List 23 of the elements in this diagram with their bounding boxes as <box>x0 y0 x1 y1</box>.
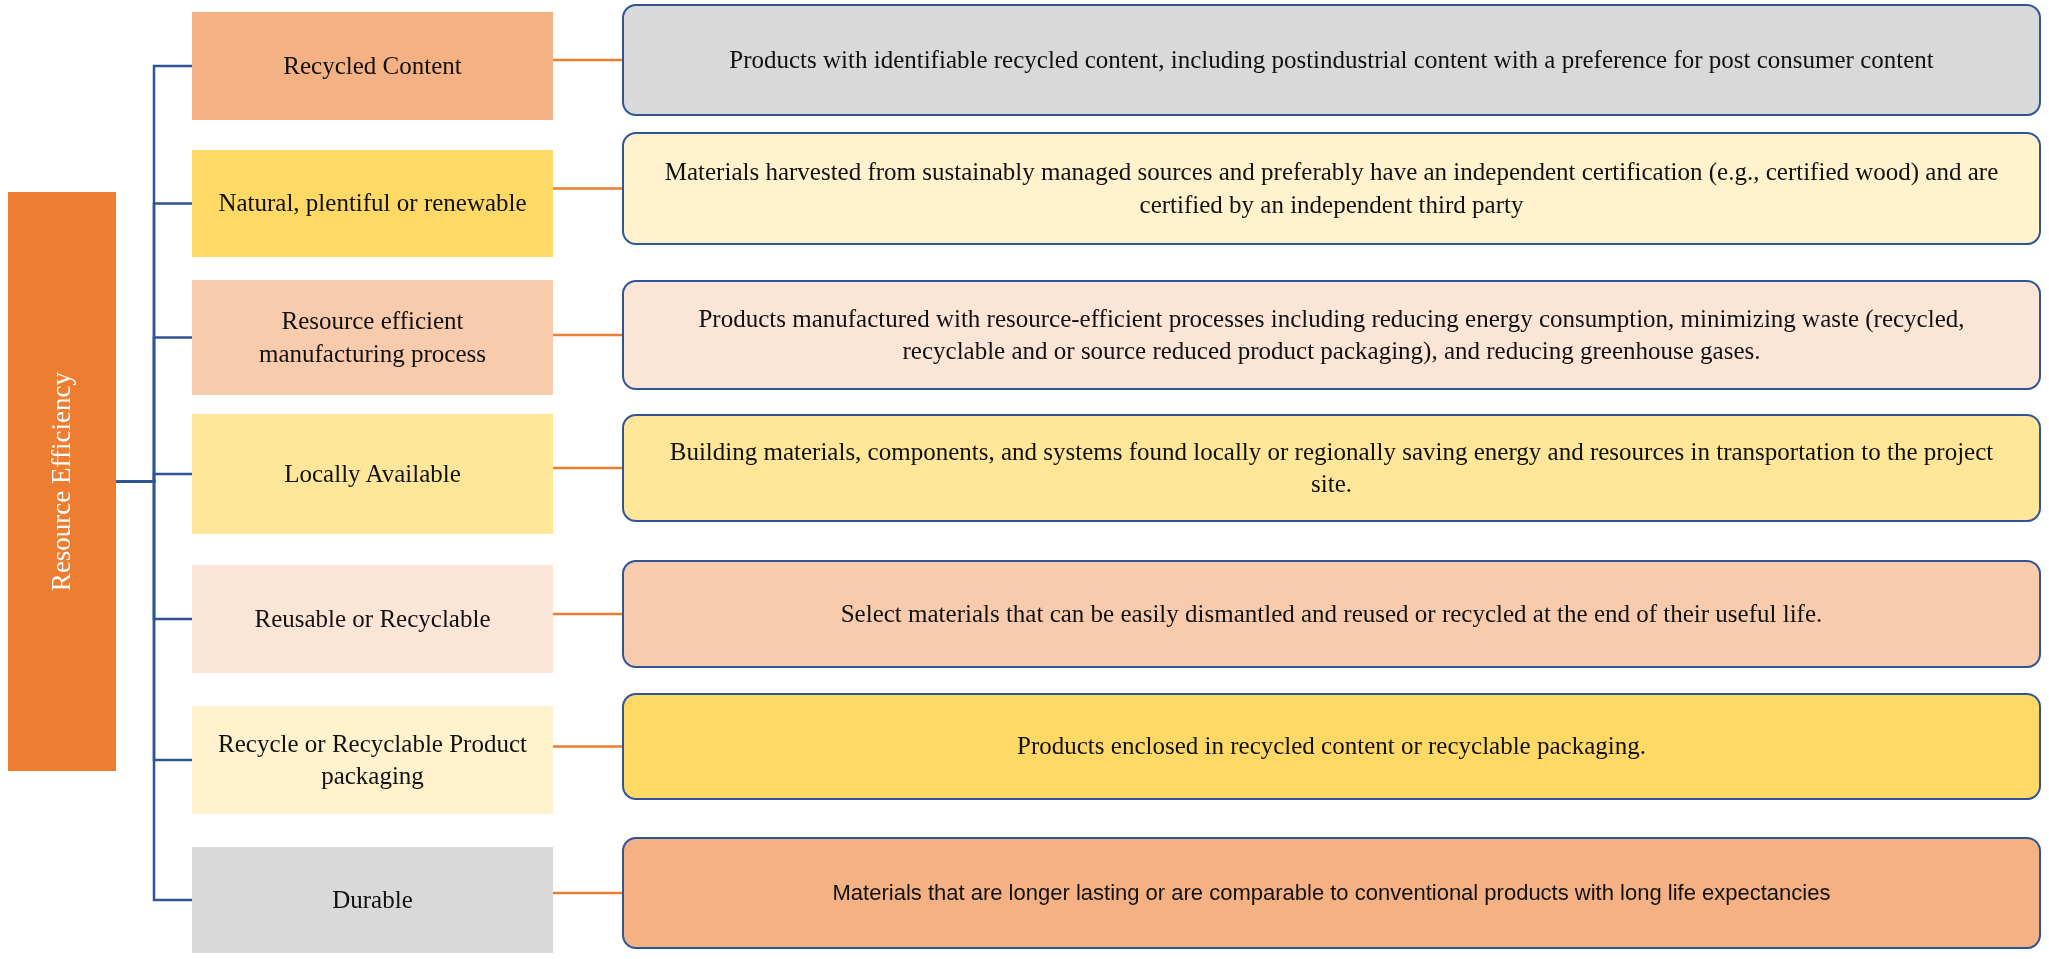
category-box: Durable <box>192 847 553 953</box>
description-box: Building materials, components, and systems found locally or regionally saving energy and resources in transportation to the project site. <box>622 414 2041 522</box>
description-box: Materials that are longer lasting or are comparable to conventional products with long life expectancies <box>622 837 2041 949</box>
connector-line <box>553 187 622 190</box>
category-box: Recycle or Recyclable Product packaging <box>192 706 553 814</box>
connector-line <box>116 480 192 902</box>
connector-line <box>553 466 622 470</box>
connector-line <box>553 58 622 62</box>
description-box: Materials harvested from sustainably managed sources and preferably have an independent certification (e.g., certified wood) and are certified by an independent third party <box>622 132 2041 245</box>
description-box: Products manufactured with resource-efficient processes including reducing energy consumption, minimizing waste (recycled, recyclable and or source reduced product packaging), and reducing greenhouse gases. <box>622 280 2041 390</box>
connector-line <box>553 612 622 616</box>
description-box: Products with identifiable recycled content, including postindustrial content with a preference for post consumer content <box>622 4 2041 116</box>
category-box: Reusable or Recyclable <box>192 565 553 673</box>
connector-line <box>553 333 622 337</box>
description-box: Products enclosed in recycled content or recyclable packaging. <box>622 693 2041 800</box>
description-box: Select materials that can be easily dismantled and reused or recycled at the end of their useful life. <box>622 560 2041 668</box>
category-box: Locally Available <box>192 414 553 534</box>
connector-line <box>553 745 622 748</box>
category-box: Resource efficient manufacturing process <box>192 280 553 395</box>
category-box: Natural, plentiful or renewable <box>192 150 553 257</box>
category-box: Recycled Content <box>192 12 553 120</box>
connector-line <box>553 891 622 895</box>
root-box: Resource Efficiency <box>8 192 116 771</box>
